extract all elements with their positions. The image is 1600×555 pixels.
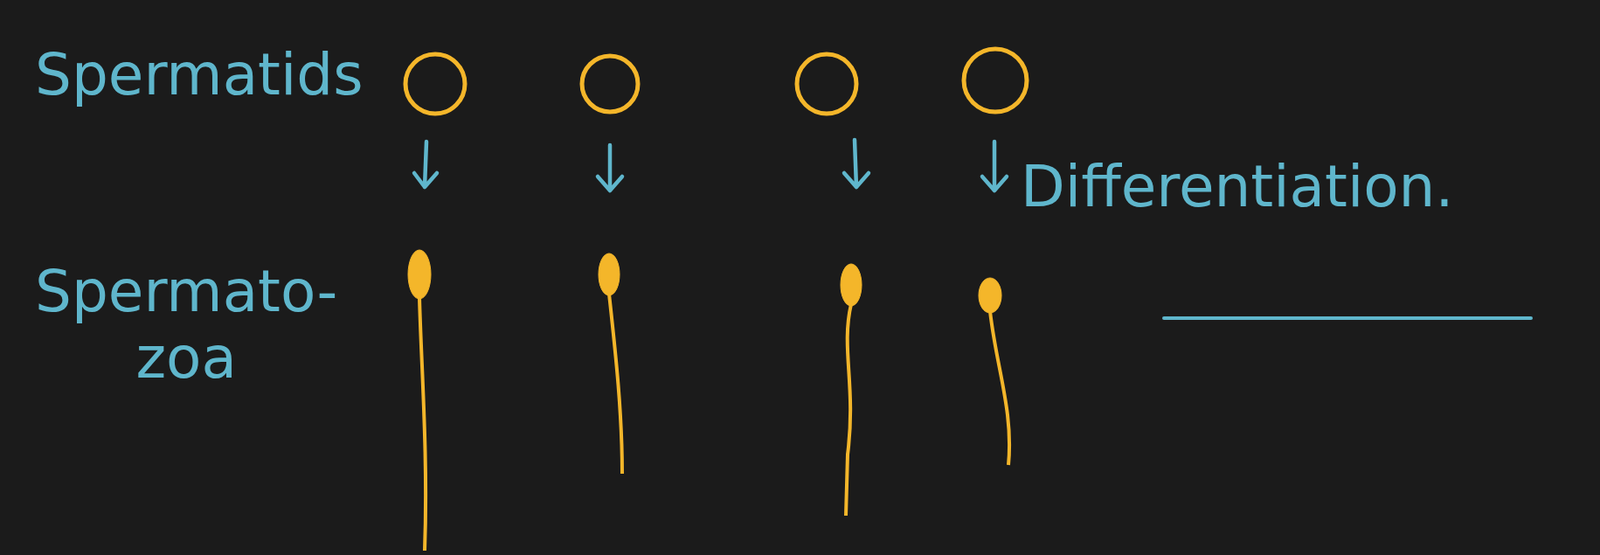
spermatozoa: [408, 249, 1010, 551]
arrow: [414, 141, 437, 188]
spermatid: [796, 54, 857, 114]
sperm-tail: [990, 311, 1010, 465]
differentiation-arrows: [414, 139, 1007, 191]
sperm-tail: [845, 304, 852, 516]
arrow: [982, 141, 1007, 191]
sperm-head: [840, 263, 862, 306]
spermatid: [405, 54, 465, 114]
stage-label: Spermato- zoa: [34, 258, 338, 392]
spermatid: [581, 55, 638, 112]
sperm-tail: [609, 293, 623, 474]
arrow: [844, 139, 869, 188]
underline: [1163, 316, 1531, 320]
sperm-tail: [419, 297, 426, 551]
sperm-head: [978, 277, 1002, 313]
arrow: [597, 145, 623, 191]
spermatid-circles: [405, 48, 1027, 114]
sperm-head: [408, 249, 431, 299]
spermatid: [963, 48, 1027, 112]
process-label: Differentiation.: [1020, 153, 1454, 221]
stage-label: Spermatids: [34, 41, 364, 109]
sperm-head: [598, 253, 620, 296]
